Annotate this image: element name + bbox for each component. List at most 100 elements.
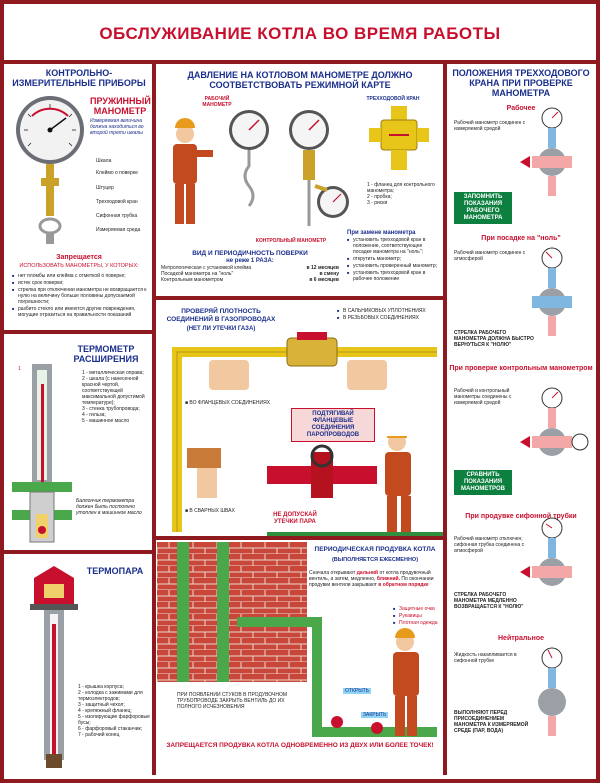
valve-state-working (520, 107, 572, 196)
no-leak-warning: НЕ ДОПУСКАЙ УТЕЧКИ ПАРА (273, 512, 317, 525)
replace-item: установить трехходовой кран в положение,… (347, 237, 441, 255)
gas-subtitle: (НЕТ ЛИ УТЕЧКИ ГАЗА) (186, 326, 256, 332)
purge-scene (237, 617, 437, 737)
state-text-zero: Рабочий манометр соединен с атмосферой (454, 250, 526, 262)
purge-text: Сначала открывают (309, 570, 356, 576)
thermo-note: Баллончик термометра должен быть постоян… (76, 498, 142, 516)
purge-text: По окончании продувки вентили закрывают (309, 576, 434, 588)
forbidden-item: разбито стекло или имеются другие повреж… (12, 306, 148, 318)
check-row-value: в 6 месяцев (309, 277, 339, 283)
thermometer-title: ТЕРМОМЕТР РАСШИРЕНИЯ (73, 344, 139, 364)
spring-gauge-title: ПРУЖИННЫЙ МАНОМЕТР (90, 96, 151, 116)
pressure-scene (173, 110, 349, 226)
thermo-part: 1 - металлическая оправа; (82, 370, 144, 376)
gas-points: В САЛЬНИКОВЫХ УПЛОТНЕНИЯХ В РЕЗЬБОВЫХ СО… (337, 308, 441, 322)
thermo-marker-1: 1 (18, 366, 21, 372)
thermometer-panel: ТЕРМОМЕТР РАСШИРЕНИЯ 1 1 - металлическая… (6, 336, 152, 550)
replace-item: открутить манометр; (347, 256, 441, 262)
state-text-neutral: Жидкость накапливается в сифонной трубке (454, 652, 517, 664)
three-way-valve-icon (369, 106, 429, 170)
tc-part: 7 - рабочий конец (78, 732, 120, 738)
purge-subtitle: (ВЫПОЛНЯЕТСЯ ЕЖЕСМЕННО) (331, 557, 419, 563)
zero-note: СТРЕЛКА РАБОЧЕГО МАНОМЕТРА ДОЛЖНА БЫСТРО… (454, 330, 534, 348)
neutral-note: ВЫПОЛНЯЮТ ПЕРЕД ПРИСОЕДИНЕНИЕМ МАНОМЕТРА… (454, 710, 529, 734)
knocks-note: ПРИ ПОЯВЛЕНИИ СТУКОВ В ПРОДУВОЧНОМ ТРУБО… (177, 692, 288, 710)
check-row-label: Метрологическая с установкой клейма (161, 265, 252, 271)
purge-title: ПЕРИОДИЧЕСКАЯ ПРОДУВКА КОТЛА (314, 546, 436, 553)
check-row: Посадкой манометра на "ноль" в смену (161, 271, 339, 277)
positions-title: ПОЛОЖЕНИЯ ТРЕХХОДОВОГО КРАНА ПРИ ПРОВЕРК… (452, 68, 590, 98)
tc-part: 4 - крепежный фланец; (78, 708, 132, 714)
check-row-label: Контрольным манометром (161, 277, 224, 283)
ppe-item: Плотная одежда (393, 620, 443, 626)
valve-part: 3 - риски (367, 200, 388, 206)
state-head-neutral: Нейтральное (498, 635, 544, 642)
valve-parts: 1 - фланец для контрольного манометра; 2… (367, 182, 441, 206)
gas-pipe-scene (172, 332, 437, 532)
thermometer-icon (12, 364, 72, 543)
gas-point: В РЕЗЬБОВЫХ СОЕДИНЕНИЯХ (337, 315, 441, 321)
check-title: ВИД И ПЕРИОДИЧНОСТЬ ПОВЕРКИ (192, 250, 308, 257)
check-row-value: в смену (319, 271, 339, 277)
state-head-zero: При посадке на "ноль" (481, 235, 561, 242)
gas-panel: ПРОВЕРЯЙ ПЛОТНОСТЬ СОЕДИНЕНИЙ В ГАЗОПРОВ… (157, 302, 443, 536)
gas-title: ПРОВЕРЯЙ ПЛОТНОСТЬ СОЕДИНЕНИЙ В ГАЗОПРОВ… (166, 308, 276, 323)
divider-c2-a (155, 296, 444, 300)
flange-text: ВО ФЛАНЦЕВЫХ СОЕДИНЕНИЯХ (189, 400, 271, 406)
replace-block: При замене манометра установить трехходо… (347, 230, 441, 283)
purge-panel: ПЕРИОДИЧЕСКАЯ ПРОДУВКА КОТЛА (ВЫПОЛНЯЕТС… (157, 542, 443, 776)
replace-list: установить трехходовой кран в положение,… (347, 237, 441, 282)
control-gauge-label: КОНТРОЛЬНЫЙ МАНОМЕТР (255, 238, 327, 244)
ppe-item: Рукавицы (393, 613, 443, 619)
tc-part: 6 - фарфоровый стаканчик; (78, 726, 143, 732)
pressure-panel: ДАВЛЕНИЕ НА КОТЛОВОМ МАНОМЕТРЕ ДОЛЖНО СО… (157, 66, 443, 296)
page-number: 3 (588, 774, 592, 780)
state-head-working: Рабочее (506, 105, 536, 112)
replace-item: установить проверенный манометр; (347, 263, 441, 269)
forbidden-item: нет пломбы или клейма с отметкой о повер… (12, 273, 148, 279)
tc-part: 2 - колодка с зажимами для термоэлектрод… (78, 690, 143, 702)
purge-note: СТРЕЛКА РАБОЧЕГО МАНОМЕТРА МЕДЛЕННО ВОЗВ… (454, 592, 524, 610)
steam-title-box: ПОДТЯГИВАЙ ФЛАНЦЕВЫЕ СОЕДИНЕНИЯ ПАРОПРОВ… (291, 408, 375, 442)
purge-text: от котла продувочный вентиль, а затем, м… (309, 570, 431, 582)
forbidden-title: Запрещается (56, 254, 102, 261)
valve-position-diagrams (520, 107, 589, 736)
check-row-value: в 12 месяцев (306, 265, 339, 271)
steam-scene (267, 436, 443, 536)
tc-part: 1 - крышка корпуса; (78, 684, 124, 690)
gas-point: В САЛЬНИКОВЫХ УПЛОТНЕНИЯХ (337, 308, 441, 314)
flange-label: ■ ВО ФЛАНЦЕВЫХ СОЕДИНЕНИЯХ (185, 400, 271, 406)
purge-reverse: в обратном порядке (378, 582, 429, 588)
tc-part: 3 - защитный чехол; (78, 702, 125, 708)
gauge-part-3: Штуцер (96, 185, 114, 191)
thermo-part: 3 - стенка трубопровода; (82, 406, 140, 412)
pressure-title: ДАВЛЕНИЕ НА КОТЛОВОМ МАНОМЕТРЕ ДОЛЖНО СО… (187, 70, 413, 90)
gauge-part-2: Клеймо о поверке (96, 170, 138, 176)
divider-c1-a (4, 330, 153, 334)
valve-part: 1 - фланец для контрольного манометра; (367, 182, 435, 194)
ppe-item: Защитные очки (393, 606, 443, 612)
state-head-purge: При продувке сифонной трубки (465, 513, 577, 520)
thermo-part: 4 - гильза; (82, 412, 106, 418)
gauge-note: Измеряемая величина должна находиться во… (90, 118, 144, 136)
check-row: Метрологическая с установкой клейма в 12… (161, 265, 339, 271)
thermo-part: 2 - шкала (с нанесенной красной чертой, … (82, 376, 145, 406)
thermocouple-icon (30, 566, 78, 768)
three-way-label: ТРЕХХОДОВОЙ КРАН (366, 96, 420, 102)
valve-label-close: ЗАКРЫТЬ (361, 712, 389, 718)
brick-wall-icon (157, 542, 307, 682)
state-text-control: Рабочий и контрольный манометры соединен… (454, 388, 512, 406)
compare-box: СРАВНИТЬ ПОКАЗАНИЯ МАНОМЕТРОВ (454, 470, 512, 495)
valve-label-open: ОТКРЫТЬ (343, 688, 371, 694)
divider-c2-b (155, 536, 444, 540)
ppe-list: Защитные очки Рукавицы Плотная одежда (393, 606, 443, 627)
valve-positions-panel: ПОЛОЖЕНИЯ ТРЕХХОДОВОГО КРАНА ПРИ ПРОВЕРК… (448, 66, 594, 776)
remember-box: ЗАПОМНИТЬ ПОКАЗАНИЯ РАБОЧЕГО МАНОМЕТРА (454, 192, 512, 224)
purge-instructions: Сначала открывают дальний от котла проду… (309, 570, 439, 588)
forbidden-subtitle: ИСПОЛЬЗОВАТЬ МАНОМЕТРЫ, У КОТОРЫХ: (19, 263, 139, 269)
purge-warning: ЗАПРЕЩАЕТСЯ ПРОДУВКА КОТЛА ОДНОВРЕМЕННО … (166, 742, 434, 749)
replace-item: установить трехходовой кран в рабочее по… (347, 270, 441, 282)
tc-part: 5 - изолирующие фарфоровые бусы; (78, 714, 150, 726)
thermo-part: 5 - машинное масло (82, 418, 130, 424)
check-block: ВИД И ПЕРИОДИЧНОСТЬ ПОВЕРКИ не реже 1 РА… (161, 250, 339, 283)
